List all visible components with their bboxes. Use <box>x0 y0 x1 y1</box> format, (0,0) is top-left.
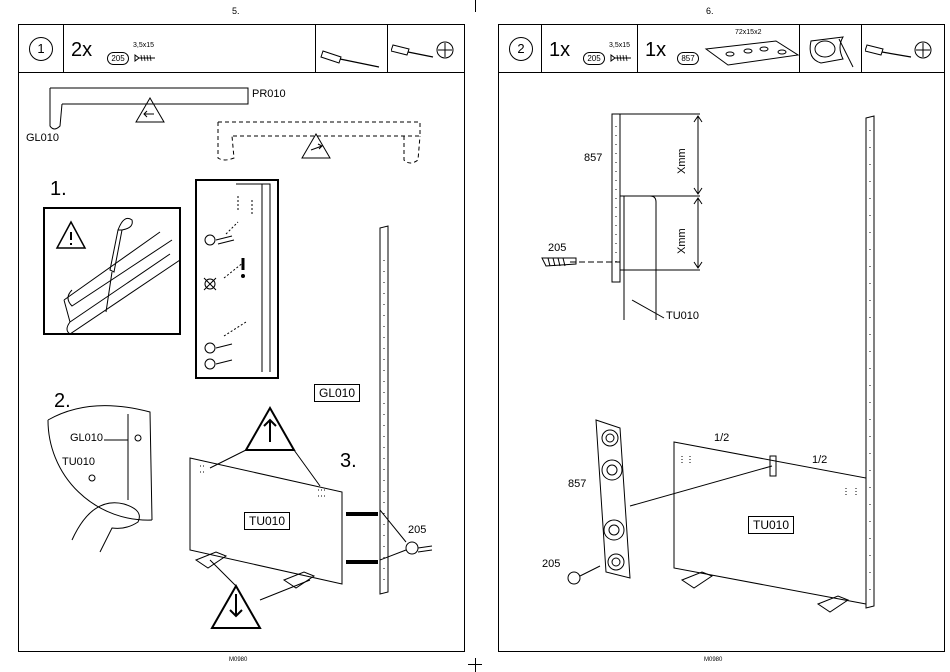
label-gl010-panel: GL010 <box>314 384 360 402</box>
label-tu010-panel-right: TU010 <box>748 516 794 534</box>
substep-1: 1. <box>50 178 67 201</box>
label-screw-205-bottom: 205 <box>542 558 560 570</box>
label-gl010-detail: GL010 <box>70 432 103 444</box>
label-857-bottom: 857 <box>568 478 586 490</box>
label-857-top: 857 <box>584 152 602 164</box>
label-screw-205: 205 <box>408 524 426 536</box>
label-xmm-lower: Xmm <box>676 228 688 254</box>
label-half-left: 1/2 <box>714 432 729 444</box>
label-half-right: 1/2 <box>812 454 827 466</box>
label-tu010-panel: TU010 <box>244 512 290 530</box>
substep-2: 2. <box>54 390 71 413</box>
label-pr010: PR010 <box>252 88 286 100</box>
label-xmm-upper: Xmm <box>676 148 688 174</box>
label-screw-205-top: 205 <box>548 242 566 254</box>
label-tu010-top: TU010 <box>666 310 699 322</box>
label-tu010-detail: TU010 <box>62 456 95 468</box>
substep-3: 3. <box>340 450 357 473</box>
label-gl010-rail: GL010 <box>26 132 59 144</box>
